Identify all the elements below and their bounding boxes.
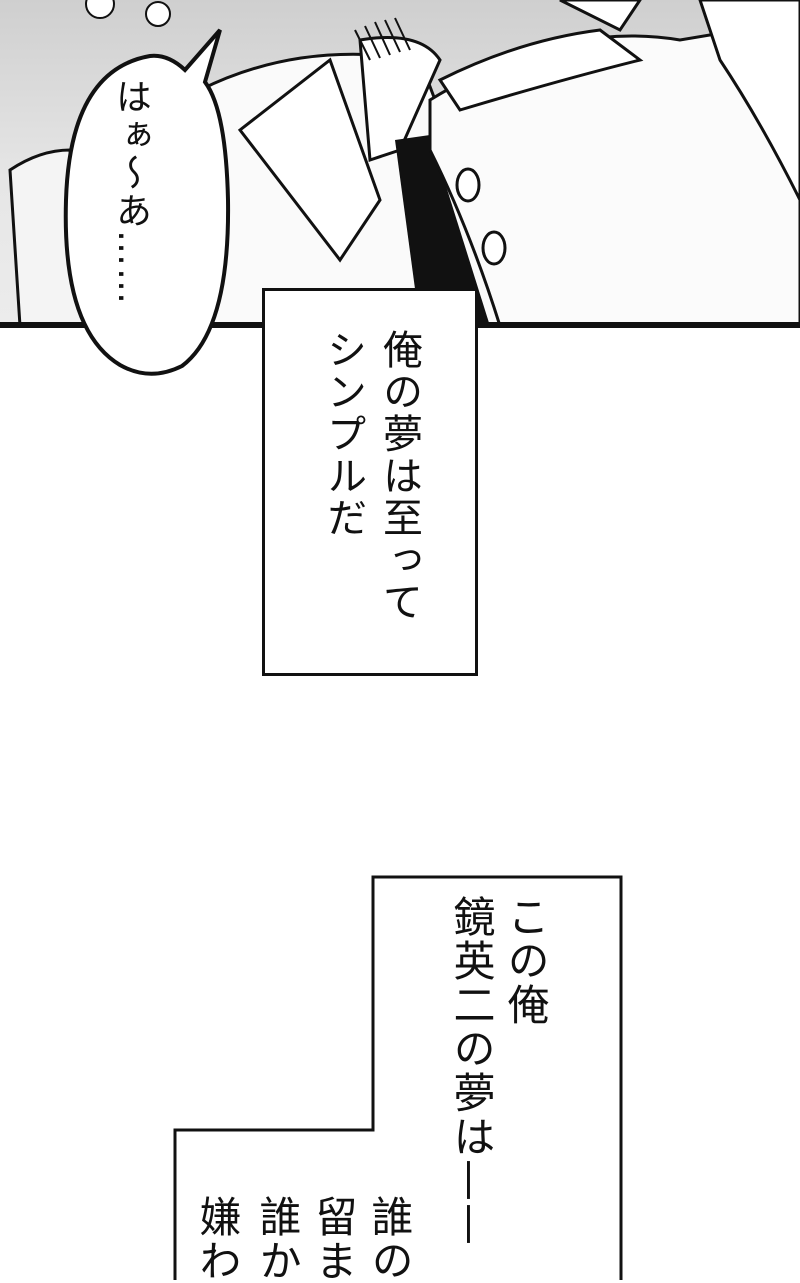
narration-2-line: 嫌わ (193, 1195, 242, 1283)
narration-2-line: この俺 (501, 895, 550, 1027)
narration-2-line: 誰の (365, 1195, 414, 1283)
narration-2-line: 留ま (309, 1195, 358, 1283)
narration-2-line: 誰か (253, 1195, 302, 1283)
narration-1-text: 俺の夢は至って シンプルだ (315, 329, 427, 623)
narration-1-line: 俺の夢は至って (376, 329, 422, 623)
narration-1-line: シンプルだ (320, 329, 366, 539)
speech-bubble-text: はぁ〜あ…… (110, 78, 151, 306)
narration-box-1: 俺の夢は至って シンプルだ (262, 288, 478, 676)
narration-2-line: 鏡英二の夢は—— (447, 895, 496, 1247)
character-illustration (8, 0, 800, 326)
